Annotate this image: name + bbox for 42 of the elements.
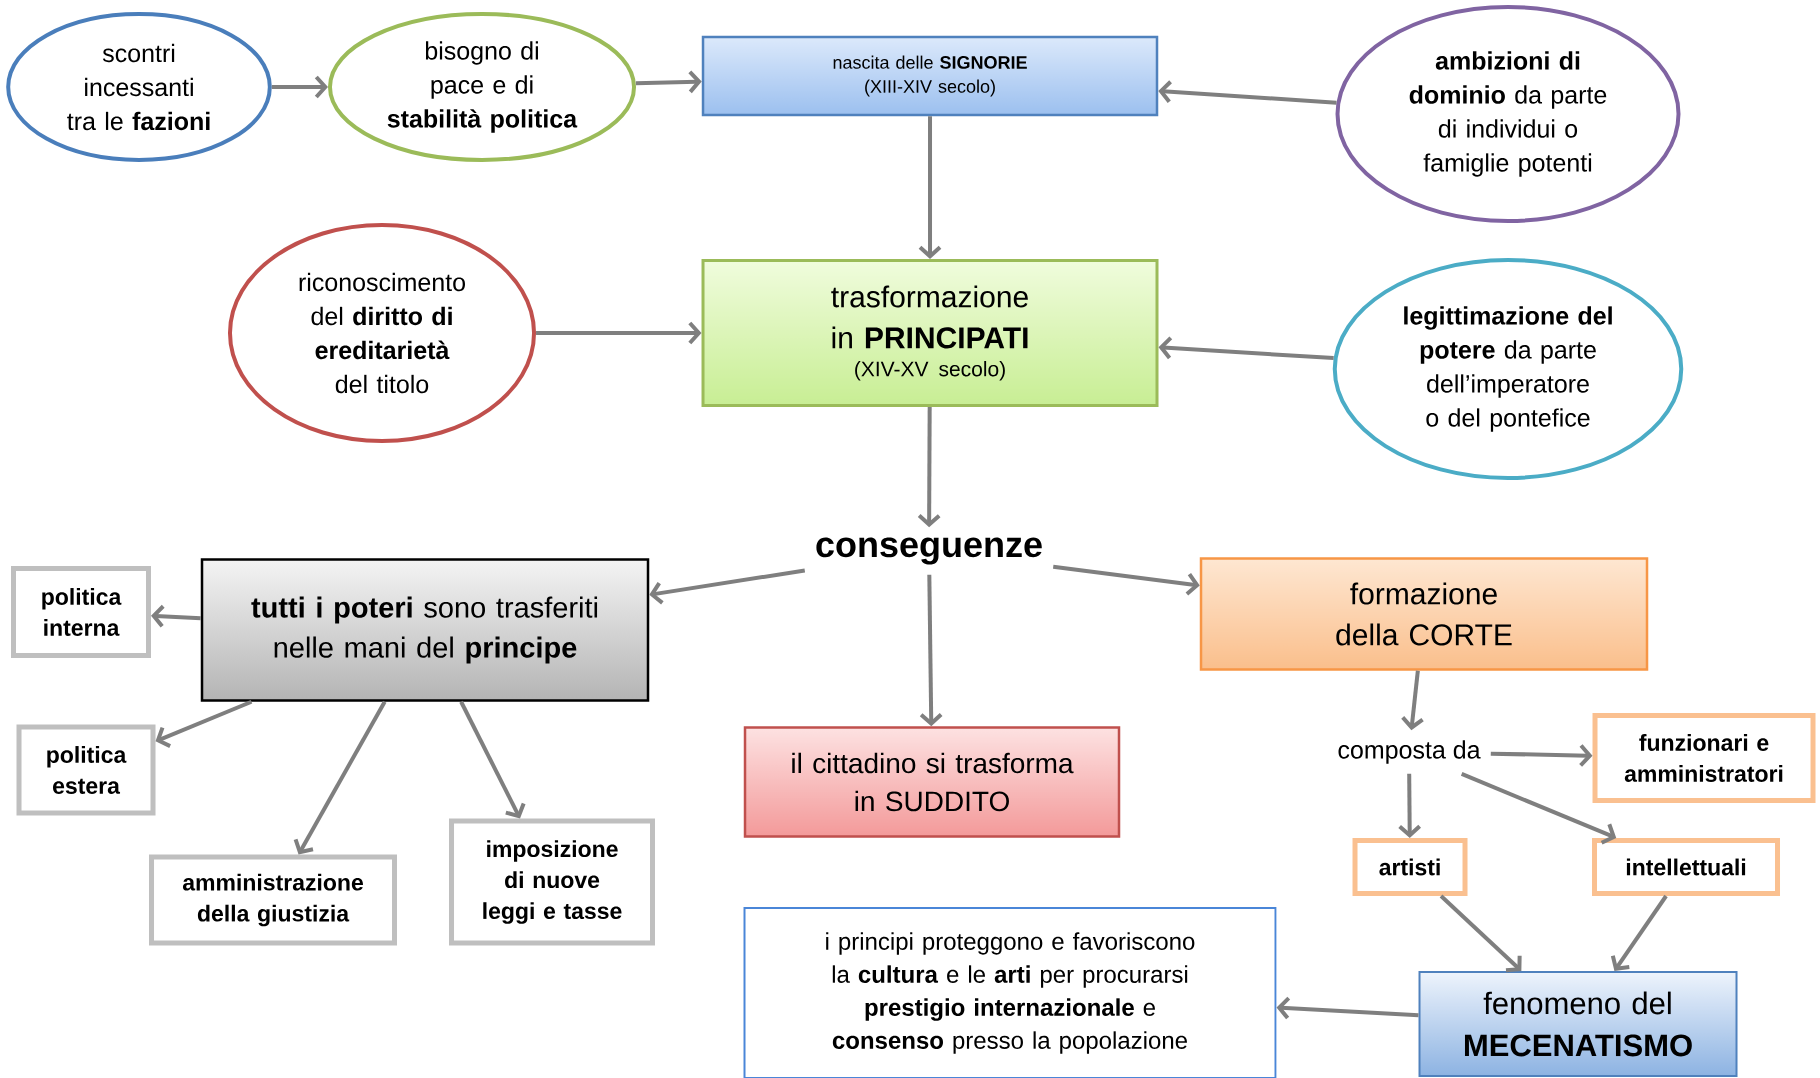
concept-box: i principi proteggono e favoriscono la cultura e le arti per procurarsi prestigio internazionale e consenso presso la popolazione [743, 907, 1277, 1078]
arrow [155, 699, 253, 748]
arrow [1401, 670, 1424, 731]
topic-box: artisti [1352, 838, 1468, 896]
concept-box: tutti i poteri sono trasferiti nelle mani del principe [200, 558, 650, 702]
ellipse-node: scontri incessanti tra le fazioni [6, 12, 272, 162]
concept-box: formazione della CORTE [1199, 557, 1649, 671]
ellipse-node: riconoscimento del diritto di ereditarietà del titolo [228, 223, 537, 443]
arrow [1460, 772, 1617, 845]
arrow [1158, 336, 1334, 361]
arrow [459, 700, 526, 819]
arrow [271, 75, 328, 99]
topic-box: funzionari e amministratori [1592, 713, 1816, 803]
ellipse-node: ambizioni di dominio da parte di individui o famiglie potenti [1335, 5, 1681, 223]
arrow [918, 116, 942, 259]
concept-box: nascita delle SIGNORIE (XIII-XIV secolo) [701, 35, 1159, 117]
topic-box: imposizione di nuove leggi e tasse [449, 818, 655, 946]
arrow [1276, 996, 1419, 1020]
concept-box: trasformazione in PRINCIPATI (XIV-XV secolo) [701, 259, 1159, 407]
arrow [1158, 80, 1337, 105]
arrow [1610, 894, 1668, 971]
concept-text: conseguenze [816, 537, 1042, 565]
concept-box: fenomeno del MECENATISMO [1418, 971, 1738, 1077]
arrow [1439, 894, 1522, 973]
ellipse-node: bisogno di pace e di stabilità politica [328, 12, 637, 162]
arrow [919, 574, 943, 727]
topic-box: politica estera [16, 724, 156, 816]
topic-box: amministrazione della giustizia [149, 854, 397, 946]
arrow [635, 70, 702, 94]
arrow [1398, 773, 1421, 838]
arrow [293, 700, 387, 855]
arrow [917, 407, 941, 528]
arrow [151, 604, 201, 628]
topic-box: intellettuali [1592, 838, 1780, 896]
arrow [1490, 744, 1593, 767]
topic-box: politica interna [11, 566, 151, 658]
concept-box: il cittadino si trasforma in SUDDITO [743, 726, 1121, 838]
ellipse-node: legittimazione del potere da parte dell’imperatore o del pontefice [1332, 258, 1684, 480]
concept-text: composta da [1338, 740, 1481, 764]
arrow [1053, 564, 1200, 596]
arrow [536, 321, 702, 345]
arrow [649, 568, 806, 605]
